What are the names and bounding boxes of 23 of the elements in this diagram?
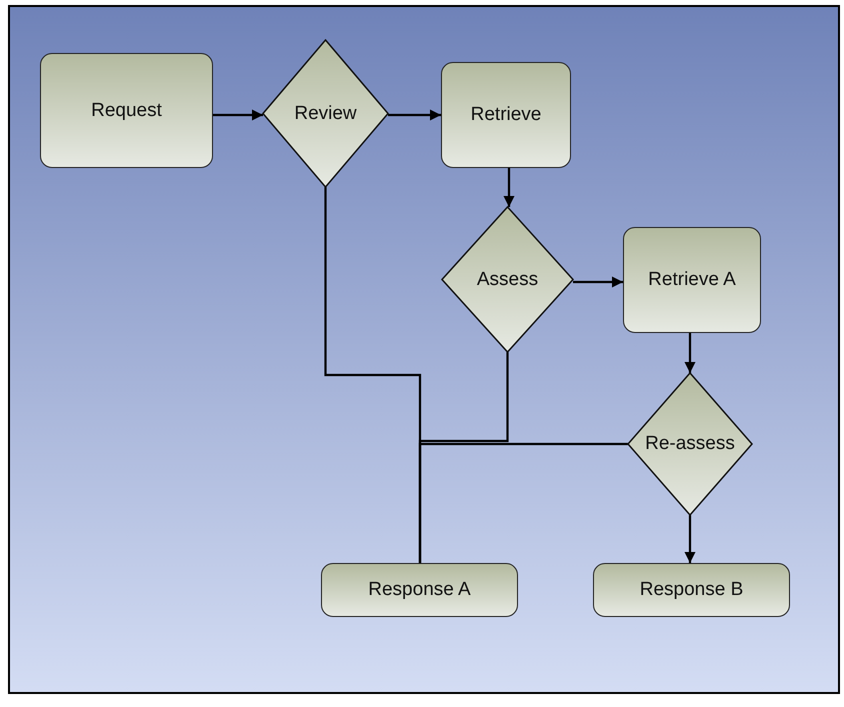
arrow bbox=[684, 515, 696, 563]
decision-diamond bbox=[442, 207, 573, 352]
node-label: Re-assess bbox=[645, 433, 735, 455]
arrow bbox=[213, 110, 263, 120]
node-label: Retrieve bbox=[470, 104, 542, 126]
node-label: Assess bbox=[476, 268, 538, 290]
decision-diamond bbox=[263, 40, 388, 187]
node-label: Request bbox=[91, 100, 162, 122]
process-box bbox=[321, 563, 518, 617]
arrow bbox=[388, 110, 441, 120]
node-label: Response A bbox=[368, 579, 471, 601]
decision-diamond bbox=[628, 373, 752, 515]
node-label: Response B bbox=[640, 579, 744, 601]
connector-line bbox=[418, 442, 628, 563]
process-box bbox=[40, 53, 213, 168]
arrow bbox=[573, 276, 623, 288]
node-label: Retrieve A bbox=[648, 269, 736, 291]
node-label: Review bbox=[294, 102, 357, 124]
arrow bbox=[684, 333, 696, 373]
process-box bbox=[441, 62, 571, 168]
arrow bbox=[504, 168, 514, 207]
process-box bbox=[593, 563, 790, 617]
process-box bbox=[623, 227, 761, 333]
